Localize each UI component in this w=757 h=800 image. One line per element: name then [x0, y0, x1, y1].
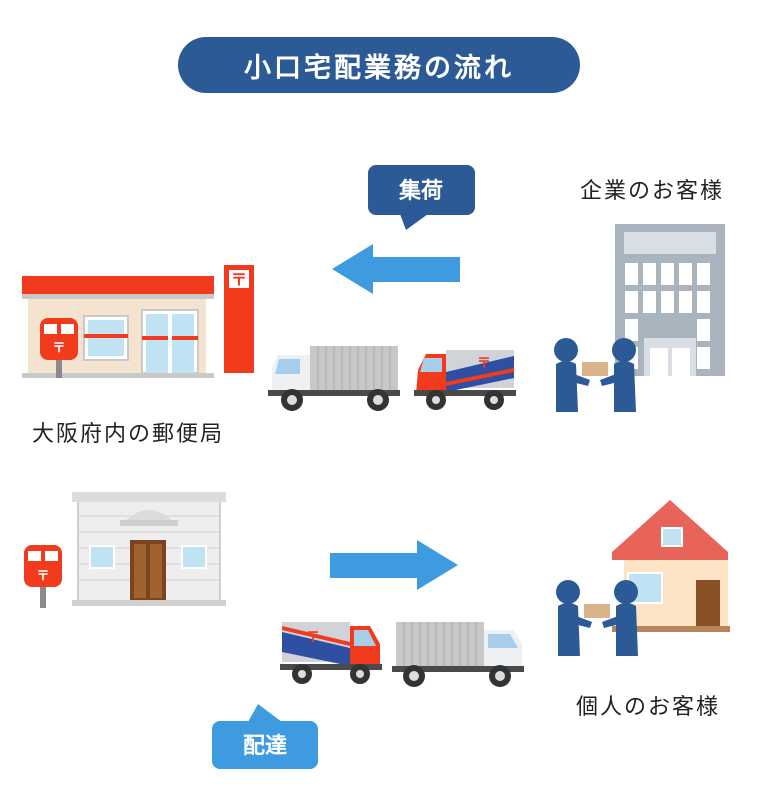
people-handover-icon [556, 580, 638, 656]
svg-text:〒: 〒 [477, 356, 491, 372]
arrow-left-icon [332, 244, 460, 294]
collection-bubble: 集荷 [368, 165, 475, 230]
svg-text:〒: 〒 [306, 630, 320, 646]
svg-text:〒: 〒 [52, 341, 65, 356]
arrow-right-icon [330, 540, 458, 590]
page-title: 小口宅配業務の流れ [178, 37, 580, 93]
individual-customer-label: 個人のお客様 [576, 695, 720, 720]
post-office-icon: 〒 〒 [22, 265, 254, 378]
box-truck-icon [392, 622, 524, 687]
postbox-icon: 〒 [24, 545, 62, 608]
delivery-label: 配達 [243, 733, 287, 759]
parcel-icon [584, 604, 610, 618]
post-office-label: 大阪府内の郵便局 [32, 422, 224, 447]
postal-truck-icon: 〒 [414, 350, 516, 410]
box-truck-icon [268, 346, 400, 411]
postal-truck-icon: 〒 [280, 622, 382, 684]
people-handover-icon [554, 338, 636, 412]
svg-text:〒: 〒 [231, 270, 247, 289]
corporate-customer-label: 企業のお客様 [580, 179, 724, 204]
collection-label: 集荷 [398, 178, 443, 204]
classic-post-office-icon [72, 492, 226, 606]
delivery-bubble: 配達 [212, 704, 318, 769]
parcel-icon [582, 362, 608, 376]
svg-text:〒: 〒 [36, 569, 49, 584]
